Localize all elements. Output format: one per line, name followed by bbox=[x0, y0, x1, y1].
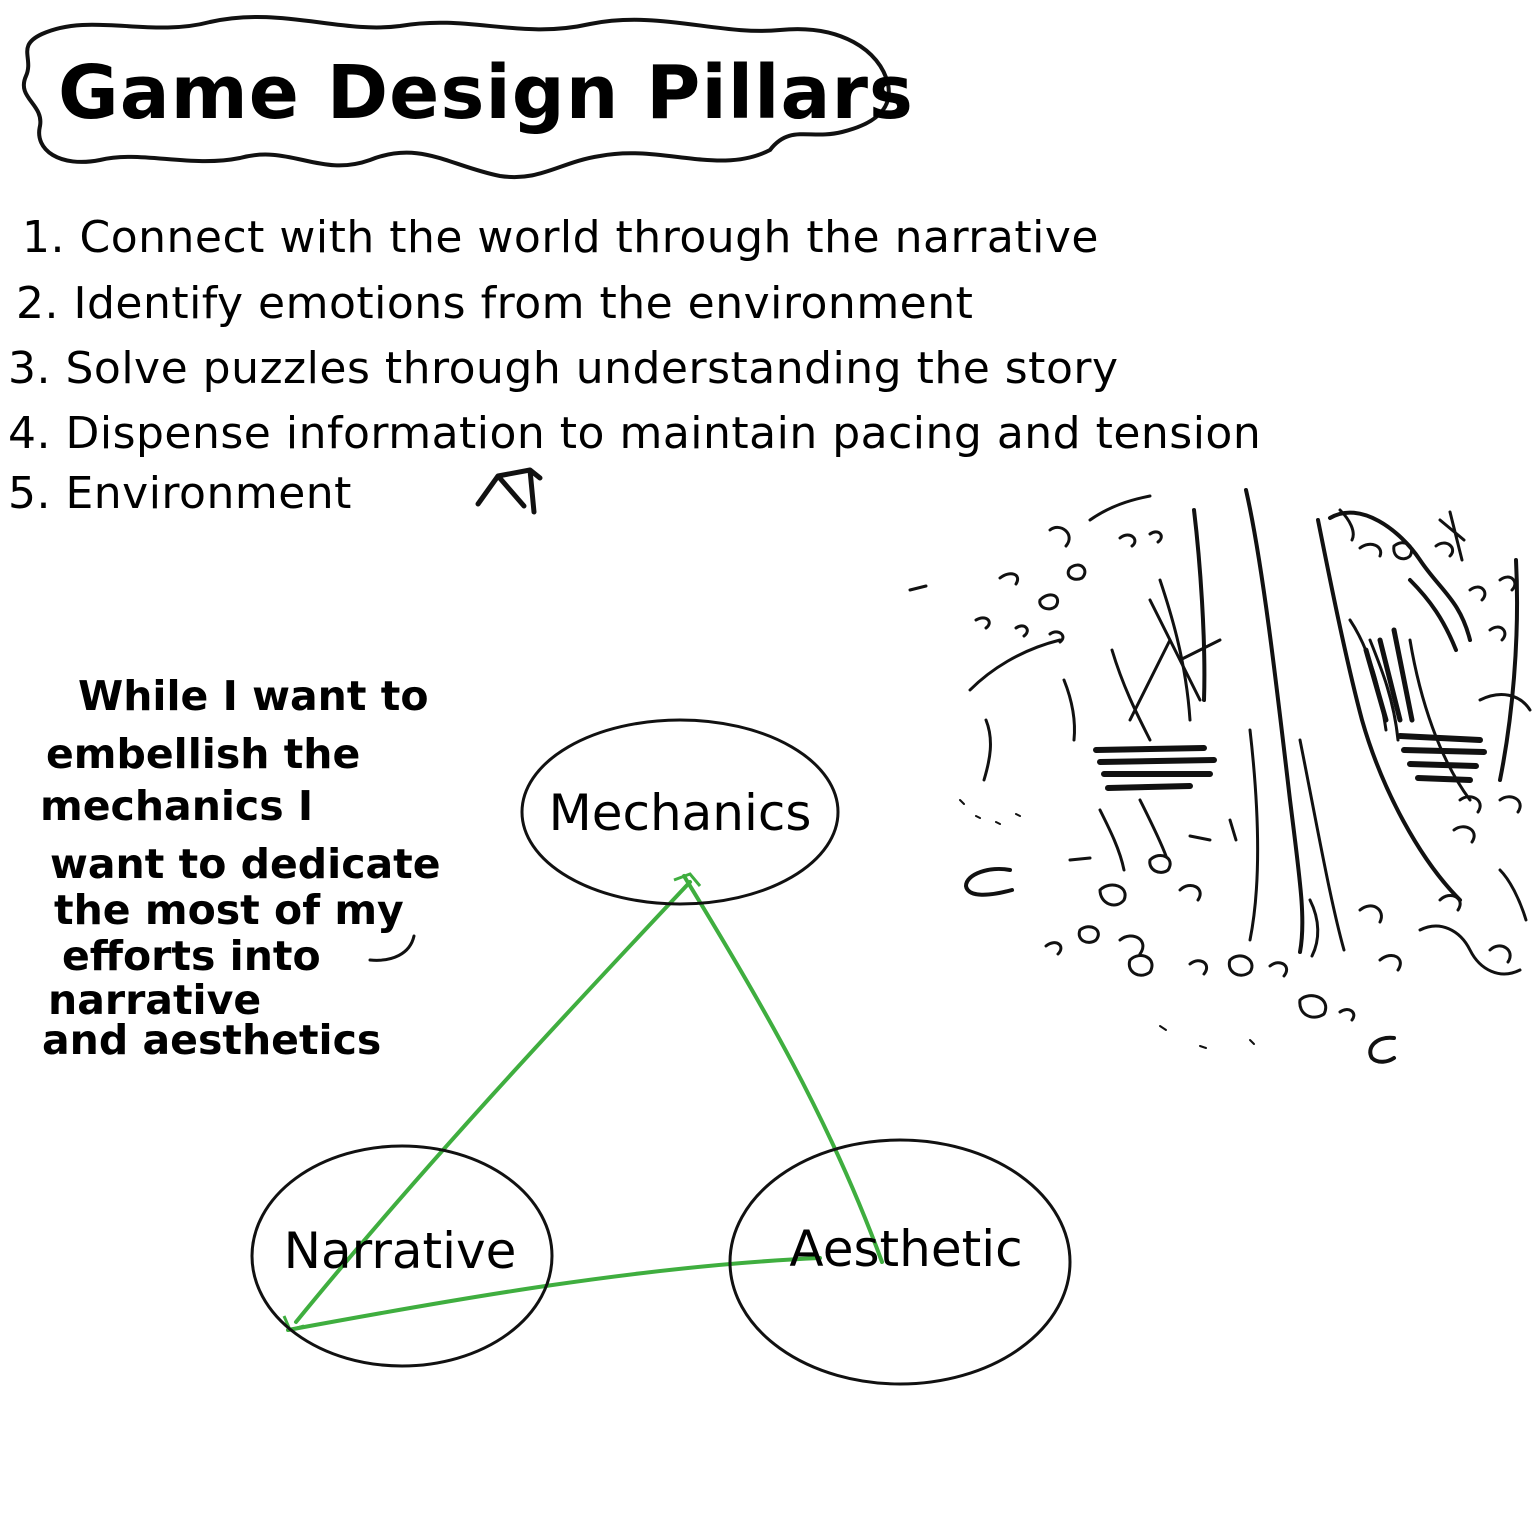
pillar-item: 1. Connect with the world through the na… bbox=[22, 212, 1099, 263]
side-note: While I want to embellish the mechanics … bbox=[40, 672, 441, 1064]
note-line: want to dedicate bbox=[50, 840, 441, 888]
up-arrow-icon bbox=[475, 467, 543, 515]
note-line: the most of my bbox=[54, 886, 404, 934]
node-narrative-label: Narrative bbox=[284, 1222, 517, 1280]
note-line: While I want to bbox=[78, 672, 429, 720]
title-banner: Game Design Pillars bbox=[21, 15, 914, 180]
note-line: efforts into bbox=[62, 932, 321, 980]
note-line: and aesthetics bbox=[42, 1016, 381, 1064]
node-narrative-circle bbox=[250, 1144, 554, 1368]
title-frame bbox=[21, 15, 891, 180]
node-mechanics-label: Mechanics bbox=[549, 784, 812, 842]
pillar-item: 5. Environment bbox=[8, 468, 352, 519]
node-aesthetic-circle bbox=[728, 1138, 1072, 1386]
node-mechanics: Mechanics bbox=[520, 718, 840, 906]
note-line: mechanics I bbox=[40, 782, 313, 830]
node-aesthetic-label: Aesthetic bbox=[789, 1220, 1022, 1278]
node-mechanics-circle bbox=[520, 718, 840, 906]
pillar-triangle: Mechanics Narrative Aesthetic bbox=[250, 718, 1072, 1386]
note-line: embellish the bbox=[46, 730, 360, 778]
pillar-item: 4. Dispense information to maintain paci… bbox=[8, 408, 1261, 459]
note-line: narrative bbox=[48, 976, 261, 1024]
page-title: Game Design Pillars bbox=[58, 50, 914, 136]
tree-trunk-sketch bbox=[908, 488, 1532, 1064]
node-aesthetic: Aesthetic bbox=[728, 1138, 1072, 1386]
pillars-list: 1. Connect with the world through the na… bbox=[8, 212, 1261, 519]
node-narrative: Narrative bbox=[250, 1144, 554, 1368]
edge-mechanics-aesthetic bbox=[682, 874, 884, 1264]
note-underline-hook bbox=[368, 934, 416, 962]
edge-mechanics-narrative bbox=[294, 880, 692, 1324]
pillar-item: 3. Solve puzzles through understanding t… bbox=[8, 343, 1119, 394]
pillar-item: 2. Identify emotions from the environmen… bbox=[16, 278, 973, 329]
arrowhead-mechanics bbox=[673, 872, 702, 887]
